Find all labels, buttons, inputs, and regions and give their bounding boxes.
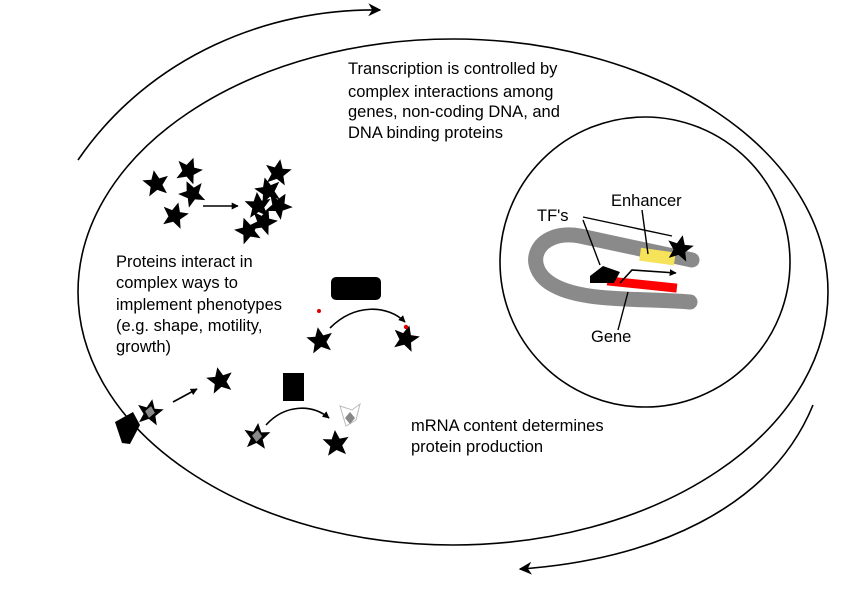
label-gene: Gene: [591, 328, 631, 346]
protein-individual: [172, 153, 206, 186]
small-molecule-red-bound: [403, 324, 409, 330]
transcription-start-arrow: [619, 269, 677, 284]
enzyme-square: [283, 373, 304, 401]
protein-substrate: [304, 324, 335, 355]
protein-new: [204, 364, 236, 395]
reaction-arrow-1: [329, 308, 406, 329]
ribosome-shape: [115, 412, 140, 444]
tf-pointer-line-1: [582, 219, 601, 266]
dna-strand: [528, 227, 700, 310]
translation-arrow: [172, 388, 198, 403]
label-tfs: TF's: [537, 207, 569, 225]
enhancer-pointer-line: [641, 209, 649, 255]
protein-individual: [159, 199, 191, 230]
cycle-arrow-top: [77, 3, 382, 161]
reaction-arrow-2: [265, 407, 330, 426]
enzyme-rounded: [331, 277, 381, 300]
gene-region: [606, 276, 678, 293]
caption-proteins: Proteins interact in complex ways to imp…: [116, 253, 287, 356]
protein-with-gray-core: [135, 396, 166, 427]
protein-fragment-outline: [339, 402, 361, 427]
tf-pointer-line-2: [582, 216, 673, 237]
tf-shape-left: [590, 266, 620, 283]
cell-membrane: [77, 38, 829, 546]
protein-individual: [140, 167, 171, 198]
protein-complex: [231, 156, 297, 246]
nucleus: [499, 116, 791, 408]
small-molecule-red: [317, 309, 321, 313]
cycle-arrow-bottom: [518, 404, 814, 575]
protein-degraded: [321, 428, 350, 457]
protein-with-gray-core-2: [243, 421, 272, 450]
caption-mrna: mRNA content determines protein producti…: [411, 417, 608, 456]
label-enhancer: Enhancer: [611, 192, 682, 210]
gene-pointer-line: [617, 291, 629, 331]
caption-transcription: Transcription is controlled by complex i…: [348, 60, 564, 142]
